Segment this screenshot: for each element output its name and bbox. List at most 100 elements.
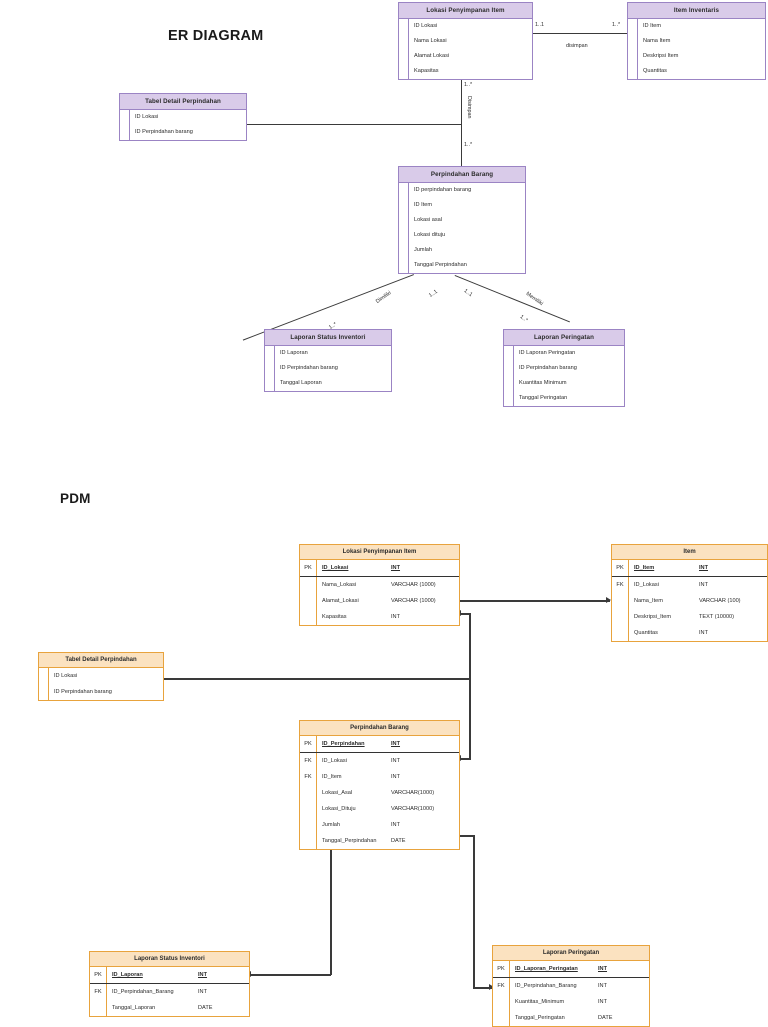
pdm-table-row[interactable]: PK ID_Laporan INT	[90, 967, 249, 984]
er-attribute: Deskripsi Item	[643, 53, 679, 59]
pdm-column-type: INT	[391, 614, 401, 620]
pdm-key-flag: PK	[493, 961, 510, 977]
pdm-table-row[interactable]: FK ID_Item INT	[300, 769, 459, 785]
pdm-table-row[interactable]: Lokasi_Dituju VARCHAR(1000)	[300, 801, 459, 817]
er-entity-laporan-peringatan[interactable]: Laporan Peringatan ID Laporan Peringatan…	[503, 329, 625, 407]
pdm-column-name: ID_Lokasi	[634, 582, 659, 588]
pdm-column-type: VARCHAR(1000)	[391, 806, 435, 812]
er-attribute: ID Lokasi	[414, 23, 438, 29]
er-entity-lokasi-penyimpanan-item[interactable]: Lokasi Penyimpanan Item ID Lokasi Nama L…	[398, 2, 533, 80]
pdm-table-row[interactable]: Kapasitas INT	[300, 609, 459, 625]
er-entity-title: Laporan Peringatan	[504, 330, 624, 346]
er-attribute: ID perpindahan barang	[414, 187, 472, 193]
pdm-column-name: Jumlah	[322, 822, 341, 828]
er-entity-title: Laporan Status Inventori	[265, 330, 391, 346]
pdm-column-name: Lokasi_Dituju	[322, 806, 356, 812]
pdm-table-tabel-detail-perpindahan[interactable]: Tabel Detail Perpindahan ID Lokasi ID Pe…	[38, 652, 164, 701]
pdm-column-type: INT	[198, 972, 208, 978]
pdm-key-flag	[612, 593, 629, 609]
pdm-column-name: Tanggal_Perpindahan	[322, 838, 377, 844]
pdm-table-title: Laporan Peringatan	[493, 946, 649, 961]
er-connector-memiliki	[454, 275, 570, 323]
er-entity-attributes: ID perpindahan barang ID Item Lokasi asa…	[399, 183, 525, 273]
pdm-table-laporan-status-inventori[interactable]: Laporan Status Inventori PK ID_Laporan I…	[89, 951, 250, 1017]
pdm-table-row[interactable]: PK ID_Item INT	[612, 560, 767, 577]
pdm-table-row[interactable]: PK ID_Laporan_Peringatan INT	[493, 961, 649, 978]
pdm-column-type: DATE	[598, 1015, 613, 1021]
pdm-column-type: INT	[391, 741, 401, 747]
er-entity-attributes: ID Laporan ID Perpindahan barang Tanggal…	[265, 346, 391, 391]
pdm-column-name: Deskripsi_Item	[634, 614, 671, 620]
er-attribute: Lokasi dituju	[414, 232, 446, 238]
pdm-column-type: INT	[198, 989, 208, 995]
pdm-table-laporan-peringatan[interactable]: Laporan Peringatan PK ID_Laporan_Peringa…	[492, 945, 650, 1027]
er-attribute: ID Lokasi	[135, 114, 159, 120]
pdm-table-row[interactable]: ID Perpindahan barang	[39, 684, 163, 700]
pdm-column-name: Tanggal_Peringatan	[515, 1015, 565, 1021]
er-attribute: ID Perpindahan barang	[280, 365, 338, 371]
pdm-connector-detail-perpindahan	[163, 678, 469, 680]
er-attribute: Alamat Lokasi	[414, 53, 450, 59]
pdm-table-title: Item	[612, 545, 767, 560]
er-entity-gutter	[628, 19, 638, 79]
pdm-table-row[interactable]: FK ID_Lokasi INT	[300, 753, 459, 769]
pdm-table-row[interactable]: FK ID_Perpindahan_Barang INT	[493, 978, 649, 994]
pdm-table-row[interactable]: Nama_Item VARCHAR (100)	[612, 593, 767, 609]
pdm-column-name: Kapasitas	[322, 614, 347, 620]
er-cardinality-vertical-top: 1..*	[464, 82, 473, 88]
pdm-key-flag: FK	[90, 984, 107, 1000]
er-entity-item-inventaris[interactable]: Item Inventaris ID Item Nama Item Deskri…	[627, 2, 766, 80]
pdm-table-title: Laporan Status Inventori	[90, 952, 249, 967]
pdm-column-name: ID_Laporan_Peringatan	[515, 966, 578, 972]
pdm-key-flag	[300, 801, 317, 817]
pdm-table-row[interactable]: Lokasi_Asal VARCHAR(1000)	[300, 785, 459, 801]
pdm-connector-perpindahan-to-peringatan-v	[473, 835, 475, 988]
er-connector-disimpan-vertical	[461, 78, 462, 167]
er-entity-attributes: ID Lokasi Nama Lokasi Alamat Lokasi Kapa…	[399, 19, 532, 79]
pdm-table-row[interactable]: Tanggal_Perpindahan DATE	[300, 833, 459, 849]
pdm-table-row[interactable]: Alamat_Lokasi VARCHAR (1000)	[300, 593, 459, 609]
pdm-table-row[interactable]: Kuantitas_Minimum INT	[493, 994, 649, 1010]
pdm-column-type: INT	[699, 582, 709, 588]
pdm-column-type: INT	[391, 565, 401, 571]
er-attribute: Tanggal Perpindahan	[414, 262, 467, 268]
er-connector-detail-perpindahan	[247, 124, 461, 125]
er-attribute: Kuantitas Minimum	[519, 380, 567, 386]
er-attribute: Lokasi asal	[414, 217, 442, 223]
pdm-column-name: Lokasi_Asal	[322, 790, 353, 796]
er-entity-laporan-status-inventori[interactable]: Laporan Status Inventori ID Laporan ID P…	[264, 329, 392, 392]
pdm-table-perpindahan-barang[interactable]: Perpindahan Barang PK ID_Perpindahan INT…	[299, 720, 460, 850]
pdm-table-row[interactable]: PK ID_Perpindahan INT	[300, 736, 459, 753]
pdm-table-row[interactable]: PK ID_Lokasi INT	[300, 560, 459, 577]
er-entity-gutter	[504, 346, 514, 406]
pdm-column-type: INT	[391, 758, 401, 764]
er-cardinality-dimiliki-near: 1..1	[428, 288, 439, 299]
pdm-column-type: INT	[699, 630, 709, 636]
pdm-table-row[interactable]: Nama_Lokasi VARCHAR (1000)	[300, 577, 459, 593]
er-diagram-title: ER DIAGRAM	[168, 28, 264, 44]
pdm-table-row[interactable]: Tanggal_Laporan DATE	[90, 1000, 249, 1016]
pdm-table-row[interactable]: FK ID_Lokasi INT	[612, 577, 767, 593]
pdm-key-flag	[39, 684, 48, 700]
pdm-column-name: Nama_Item	[634, 598, 663, 604]
pdm-table-row[interactable]: Quantitas INT	[612, 625, 767, 641]
er-attribute: ID Laporan	[280, 350, 308, 356]
er-entity-perpindahan-barang[interactable]: Perpindahan Barang ID perpindahan barang…	[398, 166, 526, 274]
pdm-table-lokasi-penyimpanan-item[interactable]: Lokasi Penyimpanan Item PK ID_Lokasi INT…	[299, 544, 460, 626]
pdm-table-row[interactable]: FK ID_Perpindahan_Barang INT	[90, 984, 249, 1000]
pdm-key-flag	[300, 593, 317, 609]
pdm-table-item[interactable]: Item PK ID_Item INT FK ID_Lokasi INT Nam…	[611, 544, 768, 642]
pdm-table-row[interactable]: ID Lokasi	[39, 668, 163, 684]
pdm-table-row[interactable]: Jumlah INT	[300, 817, 459, 833]
pdm-table-row[interactable]: Tanggal_Peringatan DATE	[493, 1010, 649, 1026]
pdm-column-name: ID Perpindahan barang	[48, 684, 163, 700]
er-entity-title: Lokasi Penyimpanan Item	[399, 3, 532, 19]
pdm-column-type: INT	[699, 565, 709, 571]
er-attribute: Tanggal Laporan	[280, 380, 322, 386]
pdm-table-row[interactable]: Deskripsi_Item TEXT (10000)	[612, 609, 767, 625]
er-entity-tabel-detail-perpindahan[interactable]: Tabel Detail Perpindahan ID Lokasi ID Pe…	[119, 93, 247, 141]
pdm-column-type: INT	[598, 966, 608, 972]
er-entity-attributes: ID Laporan Peringatan ID Perpindahan bar…	[504, 346, 624, 406]
er-entity-title: Tabel Detail Perpindahan	[120, 94, 246, 110]
pdm-key-flag: FK	[300, 769, 317, 785]
